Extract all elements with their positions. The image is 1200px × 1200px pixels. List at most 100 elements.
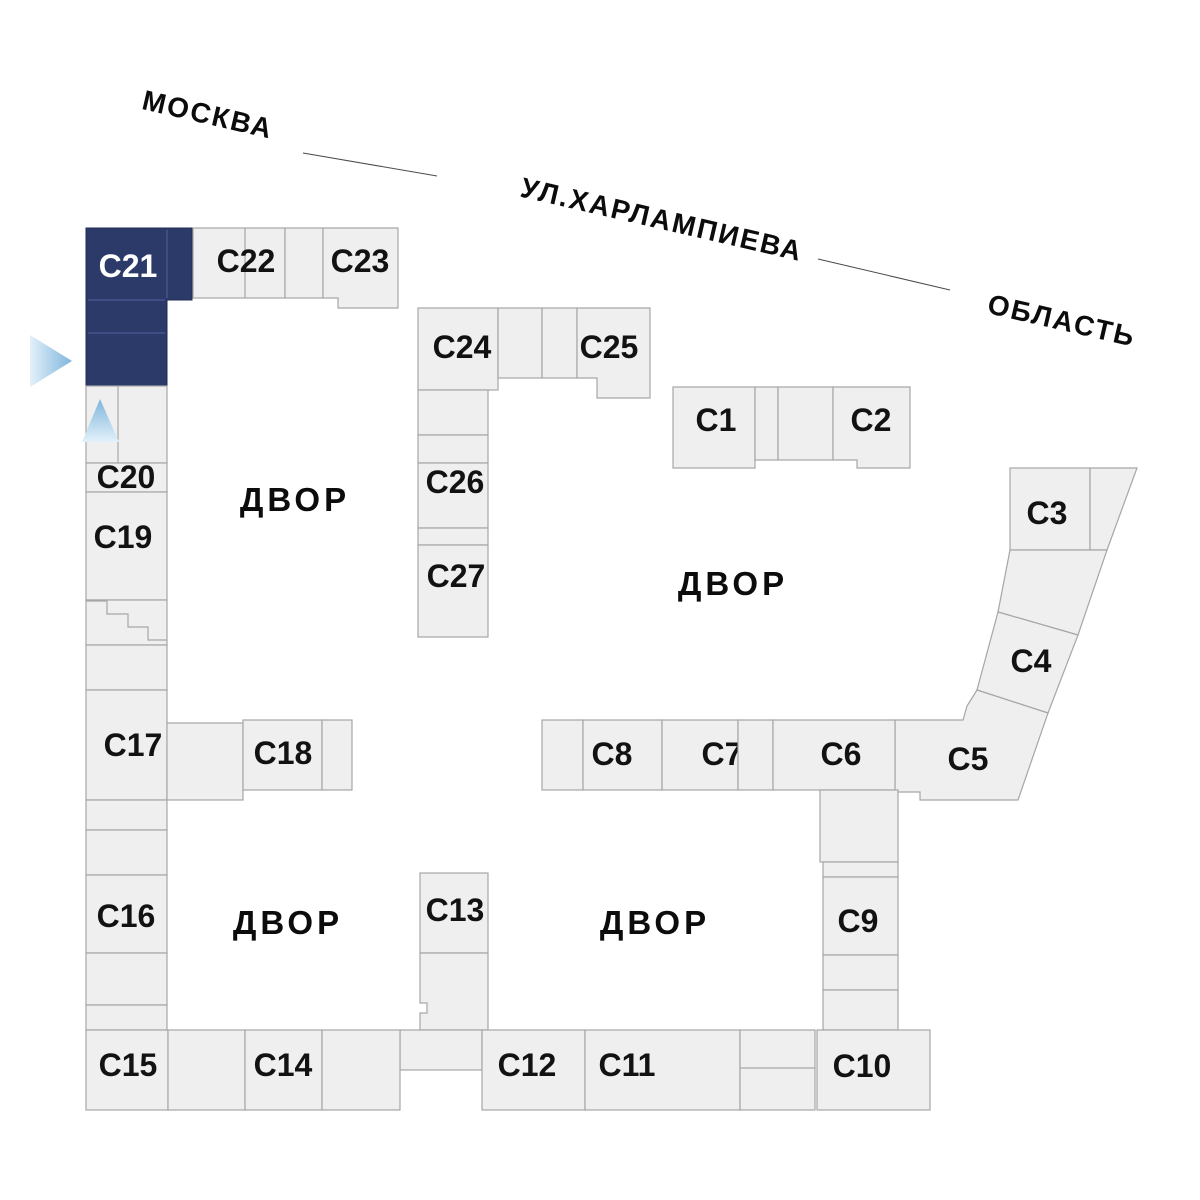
building-c21-label: С21 [99,248,158,284]
courtyard-label-bottom-left: ДВОР [233,904,343,941]
building-c19[interactable]: С19 [85,491,168,601]
building-section[interactable] [399,1029,483,1071]
building-c22[interactable]: С22 [192,227,286,299]
building-c8-label: С8 [592,736,633,772]
building-c27-shape[interactable] [417,544,489,638]
building-section[interactable] [417,434,489,464]
street-line-right [817,258,951,291]
building-c2-shape[interactable] [832,386,911,469]
building-c18-label: С18 [254,735,313,771]
building-c26[interactable]: С26 [417,462,489,529]
building-c22-label: С22 [217,243,276,279]
street-label-moskva: МОСКВА [139,84,276,144]
building-section[interactable] [85,799,168,831]
building-c19-label: С19 [94,519,153,555]
building-c16[interactable]: С16 [85,874,168,954]
building-c11-shape[interactable] [584,1029,741,1111]
building-c14[interactable]: С14 [244,1029,323,1111]
building-section[interactable] [777,386,834,461]
building-c13-shape[interactable] [419,872,489,954]
building-c9-shape[interactable] [822,876,899,956]
building-section[interactable] [419,952,489,1031]
building-section[interactable] [737,719,774,791]
building-c18-shape[interactable] [242,719,323,791]
building-section[interactable] [541,719,584,791]
building-c2[interactable]: С2 [832,386,911,469]
building-c19-shape[interactable] [85,491,168,601]
building-c17[interactable]: С17 [85,689,168,801]
building-section[interactable] [754,386,779,461]
building-c25-shape[interactable] [576,307,651,399]
building-c5[interactable]: С5 [894,689,1049,801]
building-c21[interactable]: С21 [85,227,193,387]
building-c9[interactable]: С9 [822,876,899,956]
building-c10-shape[interactable] [816,1029,931,1111]
building-c1-shape[interactable] [672,386,756,469]
building-section-split[interactable] [739,1029,816,1111]
building-section[interactable] [85,952,168,1006]
building-c9-label: С9 [838,903,879,939]
building-c2-label: С2 [851,402,892,438]
building-c5-label: С5 [948,741,989,777]
building-section[interactable] [417,389,489,436]
building-section[interactable] [167,1029,246,1111]
building-c6-label: С6 [821,736,862,772]
building-c8-shape[interactable] [582,719,663,791]
building-section[interactable] [822,861,899,878]
building-c1-label: С1 [696,402,737,438]
building-c12[interactable]: С12 [481,1029,586,1111]
building-c15[interactable]: С15 [85,1029,169,1111]
building-section[interactable] [166,722,244,801]
building-c4[interactable]: С4 [976,611,1079,714]
building-c6-shape[interactable] [772,719,896,791]
building-c24[interactable]: С24 [417,307,499,391]
building-section[interactable] [739,1029,816,1111]
building-section[interactable] [541,307,578,379]
building-section[interactable] [417,527,489,546]
building-c15-shape[interactable] [85,1029,169,1111]
building-section[interactable] [822,989,899,1031]
building-c11[interactable]: С11 [584,1029,741,1111]
building-c13[interactable]: С13 [419,872,489,954]
building-c1[interactable]: С1 [672,386,756,469]
building-c20[interactable]: С20 [85,459,168,495]
building-section[interactable] [822,954,899,991]
building-section[interactable] [819,789,899,863]
building-c25[interactable]: С25 [576,307,651,399]
building-c23[interactable]: С23 [322,227,399,309]
street-line-left [302,152,438,177]
building-c8[interactable]: С8 [582,719,663,791]
building-c5-shape[interactable] [894,689,1049,801]
building-section[interactable] [497,307,543,379]
building-c26-shape[interactable] [417,462,489,529]
building-c23-shape[interactable] [322,227,399,309]
building-c3-label: С3 [1027,495,1068,531]
building-c27[interactable]: С27 [417,544,489,638]
building-c3-shape[interactable] [1009,467,1091,551]
courtyard-label-top-right: ДВОР [678,565,788,602]
building-c16-label: С16 [97,898,156,934]
building-c6[interactable]: С6 [772,719,896,791]
building-section[interactable] [284,227,324,299]
building-c18[interactable]: С18 [242,719,323,791]
building-c7-label: С7 [702,736,743,772]
building-c12-shape[interactable] [481,1029,586,1111]
building-section[interactable] [321,719,353,791]
building-section[interactable] [85,829,168,876]
building-c10[interactable]: С10 [816,1029,931,1111]
building-section[interactable] [85,599,168,646]
building-c14-label: С14 [254,1047,313,1083]
building-section[interactable] [85,644,168,691]
courtyard-label-top-left: ДВОР [240,481,350,518]
building-section[interactable] [1089,467,1138,551]
stair-step-line [86,600,167,641]
building-c14-shape[interactable] [244,1029,323,1111]
building-c10-label: С10 [833,1048,892,1084]
building-c3[interactable]: С3 [1009,467,1091,551]
entrance-arrow-up-icon [82,399,119,442]
street-label-name: УЛ.ХАРЛАМПИЕВА [518,172,806,267]
building-stair-section[interactable] [85,599,168,646]
building-section[interactable] [321,1029,401,1111]
building-c7[interactable]: С7 [661,719,743,791]
building-section[interactable] [85,1004,168,1031]
